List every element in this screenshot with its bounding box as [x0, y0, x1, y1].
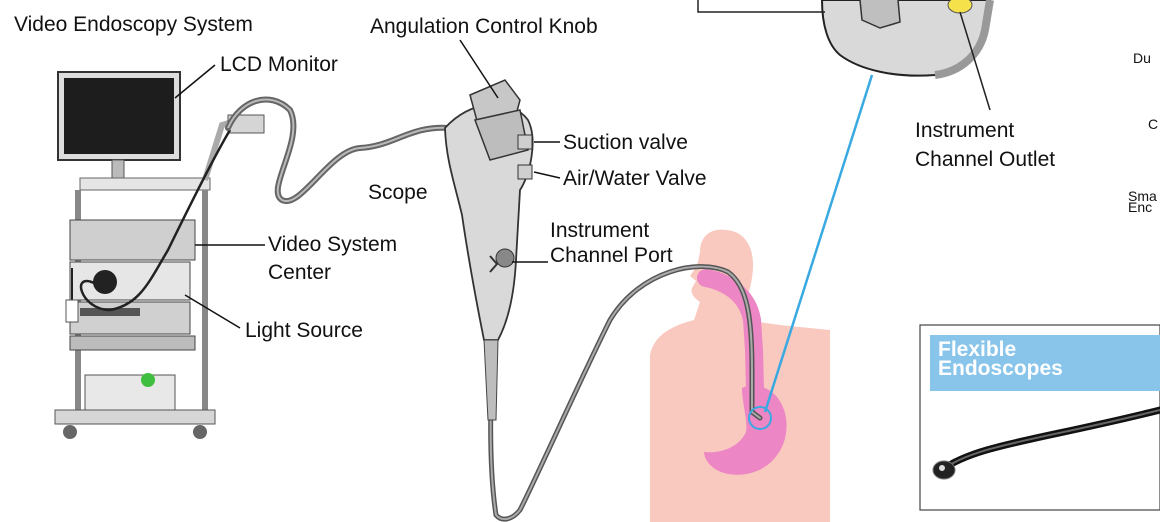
- cropped-label-enc: Enc: [1128, 201, 1152, 214]
- light-source-label: Light Source: [245, 318, 363, 343]
- endoscopy-cart: [55, 72, 264, 439]
- lcd-monitor-label: LCD Monitor: [220, 52, 338, 77]
- angulation-knob-label: Angulation Control Knob: [370, 14, 598, 39]
- flexible-endoscopes-banner: Flexible Endoscopes: [930, 335, 1160, 391]
- scope-tip-closeup: [698, 0, 990, 110]
- cropped-label-du: Du: [1133, 52, 1151, 65]
- video-system-center-label-line2: Center: [268, 260, 331, 285]
- flexible-endoscopes-title-line2: Endoscopes: [938, 359, 1160, 378]
- human-silhouette: [650, 230, 830, 522]
- suction-valve-label: Suction valve: [563, 130, 688, 155]
- scope-handle: [445, 80, 533, 420]
- cropped-label-c: C: [1148, 118, 1158, 131]
- scope-label: Scope: [368, 180, 428, 205]
- air-water-valve-label: Air/Water Valve: [563, 166, 707, 191]
- video-system-center-label-line1: Video System: [268, 232, 397, 257]
- system-title: Video Endoscopy System: [14, 12, 253, 37]
- channel-port-label-line2: Channel Port: [550, 243, 673, 268]
- channel-port-label-line1: Instrument: [550, 218, 649, 243]
- channel-outlet-label-line1: Instrument: [915, 118, 1014, 143]
- channel-outlet-label-line2: Channel Outlet: [915, 147, 1055, 172]
